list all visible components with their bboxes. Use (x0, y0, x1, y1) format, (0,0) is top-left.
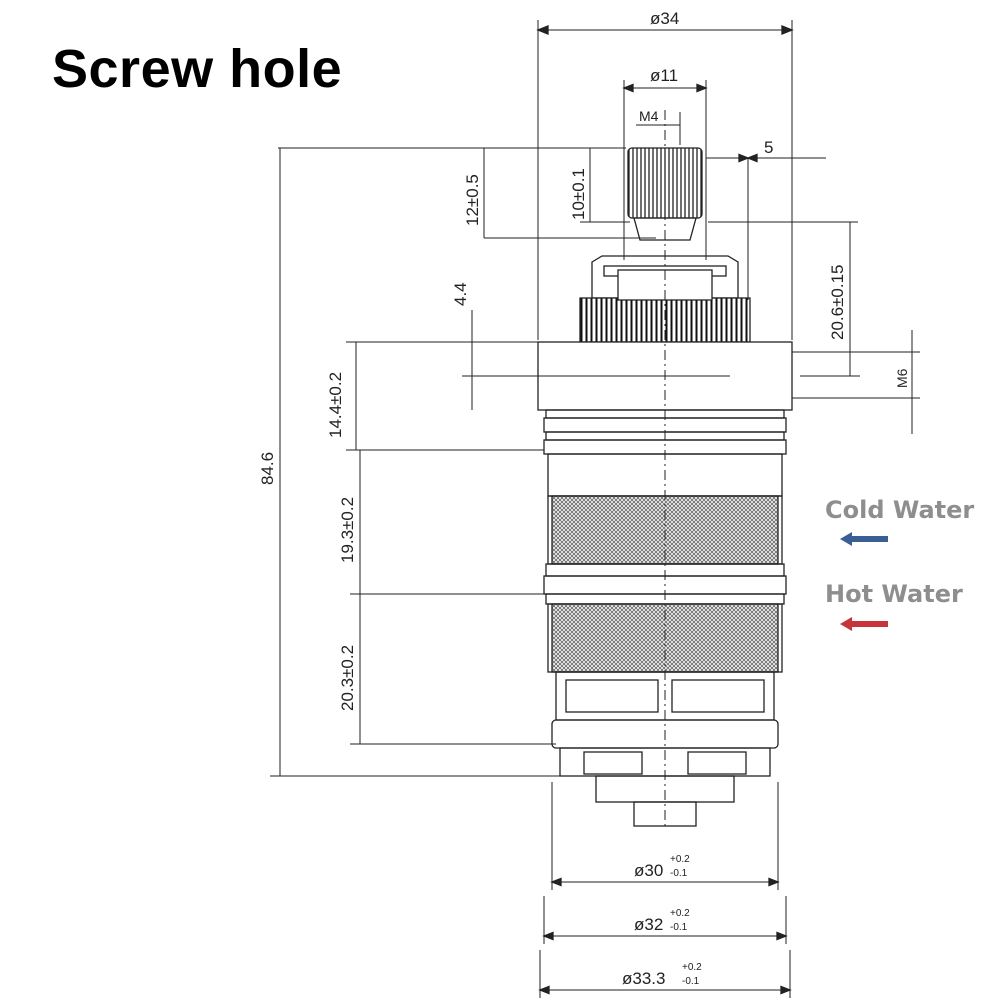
dim-line-m4 (636, 112, 681, 145)
dim-line-twelve (278, 147, 656, 239)
legend-cold-water: Cold Water (825, 496, 975, 524)
dim-twenty-six: 20.6±0.15 (828, 264, 847, 340)
dim-line-five (706, 153, 826, 300)
hot-water-arrow-icon (840, 617, 888, 631)
dim-line-fourteen (346, 341, 544, 451)
dim-line-outer-top (536, 20, 794, 340)
legend-hot-water: Hot Water (825, 580, 963, 608)
dim-line-m6 (792, 330, 920, 434)
dim-line-ten (580, 148, 630, 223)
dim-fourteen: 14.4±0.2 (326, 372, 345, 438)
dim-m6: M6 (894, 368, 910, 388)
dim-d32: ø32 (634, 915, 663, 934)
dim-d33-tol-minus: -0.1 (682, 976, 700, 987)
dim-line-knob-dia (622, 80, 708, 260)
dim-line-d33 (538, 950, 792, 998)
dim-line-twenty-three (350, 594, 556, 745)
dim-knob-dia: ø11 (650, 66, 678, 85)
dim-twelve: 12±0.5 (463, 174, 482, 226)
dim-outer-top: ø34 (650, 9, 679, 28)
dim-line-twenty-six (708, 221, 860, 377)
dim-d32-tol-minus: -0.1 (670, 922, 688, 933)
dim-ten: 10±0.1 (569, 168, 588, 220)
dim-d33: ø33.3 (622, 969, 665, 988)
dim-four-four: 4.4 (451, 282, 470, 306)
dim-d32-tol-plus: +0.2 (670, 908, 690, 919)
dim-d32-group: ø32 +0.2 -0.1 (634, 908, 690, 934)
dim-five: 5 (764, 138, 773, 157)
dim-line-d30 (550, 782, 780, 890)
dim-overall-height: 84.6 (258, 452, 277, 485)
dim-d30-group: ø30 +0.2 -0.1 (634, 854, 690, 880)
knurled-knob (627, 147, 703, 241)
dim-twenty-three: 20.3±0.2 (338, 645, 357, 711)
dim-nineteen: 19.3±0.2 (338, 497, 357, 563)
dim-line-overall-height (270, 148, 560, 777)
dim-d33-group: ø33.3 +0.2 -0.1 (622, 962, 702, 988)
dim-d33-tol-plus: +0.2 (682, 962, 702, 973)
dim-line-d32 (542, 896, 788, 944)
dim-d30: ø30 (634, 861, 663, 880)
dim-thread-m4: M4 (639, 108, 659, 124)
title: Screw hole (52, 39, 343, 99)
cold-water-arrow-icon (840, 532, 888, 546)
dim-line-nineteen (350, 450, 546, 595)
dim-d30-tol-minus: -0.1 (670, 868, 688, 879)
dim-d30-tol-plus: +0.2 (670, 854, 690, 865)
